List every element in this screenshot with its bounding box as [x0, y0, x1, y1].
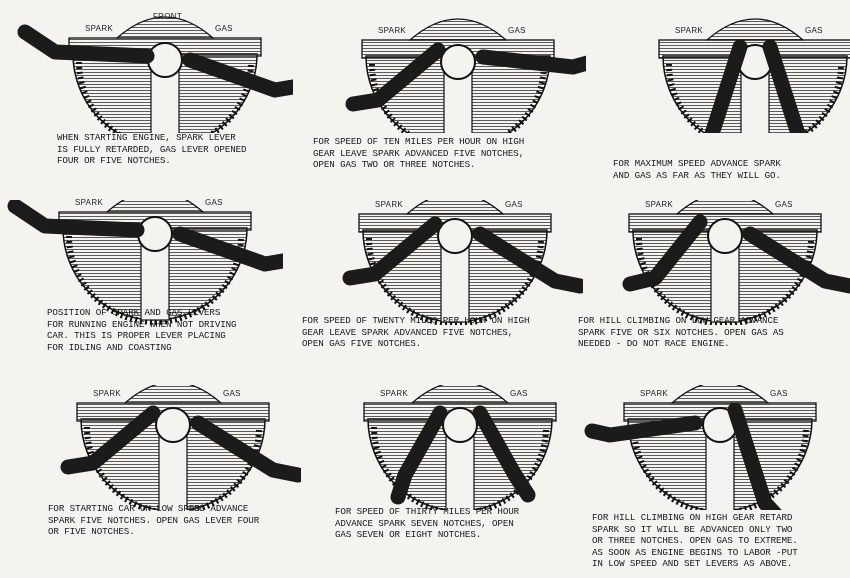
lever-diagram-panel: SPARK GAS FOR HILL CLIMBING ON HIGH GEAR R… [565, 385, 848, 578]
steering-quadrant-diagram [60, 385, 301, 510]
gas-label: GAS [510, 389, 528, 398]
spark-lever [704, 39, 748, 133]
caption-line: WHEN STARTING ENGINE, SPARK LEVER [57, 132, 236, 143]
steering-quadrant-diagram [363, 385, 557, 510]
gas-label: GAS [215, 24, 233, 33]
steering-quadrant-diagram [342, 200, 583, 325]
steering-quadrant-diagram [17, 16, 293, 133]
caption-line: SPARK FIVE NOTCHES. OPEN GAS LEVER FOUR [48, 514, 260, 526]
spark-lever [584, 415, 703, 443]
gas-lever [742, 226, 850, 294]
caption-line: AND GAS AS FAR AS THEY WILL GO. [613, 169, 781, 181]
caption-line: GEAR LEAVE SPARK ADVANCED FIVE NOTCHES, [302, 326, 514, 338]
spark-lever [345, 42, 446, 112]
caption-line: GAS SEVEN OR EIGHT NOTCHES. [335, 529, 482, 541]
caption-line: AS SOON AS ENGINE BEGINS TO LABOR -PUT [592, 546, 798, 558]
lever-diagram-panel: SPARK GAS FOR SPEED OF TEN MILES PER HOUR … [303, 8, 586, 201]
caption-line: IN LOW SPEED AND SET LEVERS AS ABOVE. [592, 558, 793, 570]
spark-label: SPARK [375, 200, 404, 209]
spark-lever [342, 216, 443, 286]
spark-label: SPARK [380, 389, 409, 398]
gas-label: GAS [770, 389, 788, 398]
steering-hub [442, 407, 478, 443]
caption-line: SPARK FIVE OR SIX NOTCHES. OPEN GAS AS [578, 326, 784, 338]
gas-label: GAS [805, 26, 823, 35]
steering-hub [437, 218, 473, 254]
spark-label: SPARK [85, 24, 114, 33]
lever-diagram-panel: SPARK GAS FOR STARTING CAR ON LOW SPEED AD… [18, 385, 301, 578]
spark-label: SPARK [75, 198, 104, 207]
gas-lever [182, 52, 293, 98]
steering-quadrant-diagram [345, 18, 586, 133]
caption-line: CAR. THIS IS PROPER LEVER PLACING [47, 330, 226, 342]
caption-line: OR THREE NOTCHES. OPEN GAS TO EXTREME. [592, 535, 798, 547]
caption-line: FOR IDLING AND COASTING [47, 341, 172, 353]
gas-lever [727, 402, 782, 510]
lever-diagram-panel: SPARK GAS FOR HILL CLIMBING ON LOW GEAR AD… [570, 200, 850, 393]
gas-label: GAS [508, 26, 526, 35]
steering-quadrant-diagram [7, 200, 283, 325]
steering-quadrant-diagram [584, 385, 817, 510]
caption-line: SPARK SO IT WILL BE ADVANCED ONLY TWO [592, 523, 793, 535]
caption-line: OPEN GAS FIVE NOTCHES. [302, 338, 422, 350]
caption-line: OPEN GAS TWO OR THREE NOTCHES. [313, 159, 476, 171]
caption-line: GEAR LEAVE SPARK ADVANCED FIVE NOTCHES, [313, 147, 525, 159]
caption-line: FOR SPEED OF TEN MILES PER HOUR ON HIGH [313, 136, 525, 147]
gas-lever [472, 405, 536, 503]
steering-hub [707, 218, 743, 254]
steering-quadrant-diagram [622, 200, 850, 325]
spark-lever [622, 214, 708, 292]
front-label: FRONT [153, 12, 183, 21]
caption-line: NEEDED - DO NOT RACE ENGINE. [578, 338, 730, 350]
spark-label: SPARK [675, 26, 704, 35]
spark-label: SPARK [645, 200, 674, 209]
caption-line: ADVANCE SPARK SEVEN NOTCHES, OPEN [335, 517, 514, 529]
caption-line: FOR HILL CLIMBING ON HIGH GEAR RETARD [592, 512, 793, 523]
caption-line: POSITION OF SPARK AND GAS LEVERS [47, 307, 221, 318]
caption-line: FOR RUNNING ENGINE WHEN NOT DRIVING [47, 318, 237, 330]
lever-diagram-panel: SPARK GAS FOR SPEED OF TWENTY MILES PER HO… [300, 200, 583, 393]
lever-diagram-panel: SPARK GAS FOR SPEED OF THIRTY MILES PER HO… [305, 385, 588, 578]
spark-lever [60, 405, 161, 475]
gas-lever [190, 415, 301, 483]
steering-hub [440, 44, 476, 80]
spark-lever [390, 405, 448, 505]
lever-diagram-panel: SPARK GAS POSITION OF SPARK AND GAS LEVERS… [0, 198, 283, 393]
caption-line: FOR HILL CLIMBING ON LOW GEAR ADVANCE [578, 315, 779, 326]
caption-line: OR FIVE NOTCHES. [48, 526, 135, 538]
caption-line: FOUR OR FIVE NOTCHES. [57, 155, 171, 167]
steering-quadrant-diagram [658, 18, 850, 133]
spark-label: SPARK [640, 389, 669, 398]
caption-line: FOR SPEED OF TWENTY MILES PER HOUR ON HI… [302, 315, 530, 326]
caption-line: IS FULLY RETARDED, GAS LEVER OPENED [57, 143, 247, 155]
gas-label: GAS [223, 389, 241, 398]
gas-label: GAS [505, 200, 523, 209]
caption: FOR SPEED OF TWENTY MILES PER HOUR ON HI… [302, 315, 577, 350]
gas-label: GAS [205, 198, 223, 207]
caption-line: FOR STARTING CAR ON LOW SPEED ADVANCE [48, 503, 249, 514]
caption-line: FOR SPEED OF THIRTY MILES PER HOUR [335, 506, 520, 517]
spark-lever [7, 200, 145, 238]
gas-lever [475, 49, 586, 75]
spark-lever [17, 24, 155, 64]
gas-label: GAS [775, 200, 793, 209]
steering-hub [155, 407, 191, 443]
spark-label: SPARK [378, 26, 407, 35]
gas-lever [762, 39, 806, 133]
lever-diagram-panel: SPARK GAS FRONT WHEN STARTING ENGINE, SPARK… [10, 8, 293, 201]
caption-line: FOR MAXIMUM SPEED ADVANCE SPARK [613, 158, 781, 169]
spark-label: SPARK [93, 389, 122, 398]
gas-lever [172, 226, 283, 272]
gas-lever [472, 226, 583, 294]
